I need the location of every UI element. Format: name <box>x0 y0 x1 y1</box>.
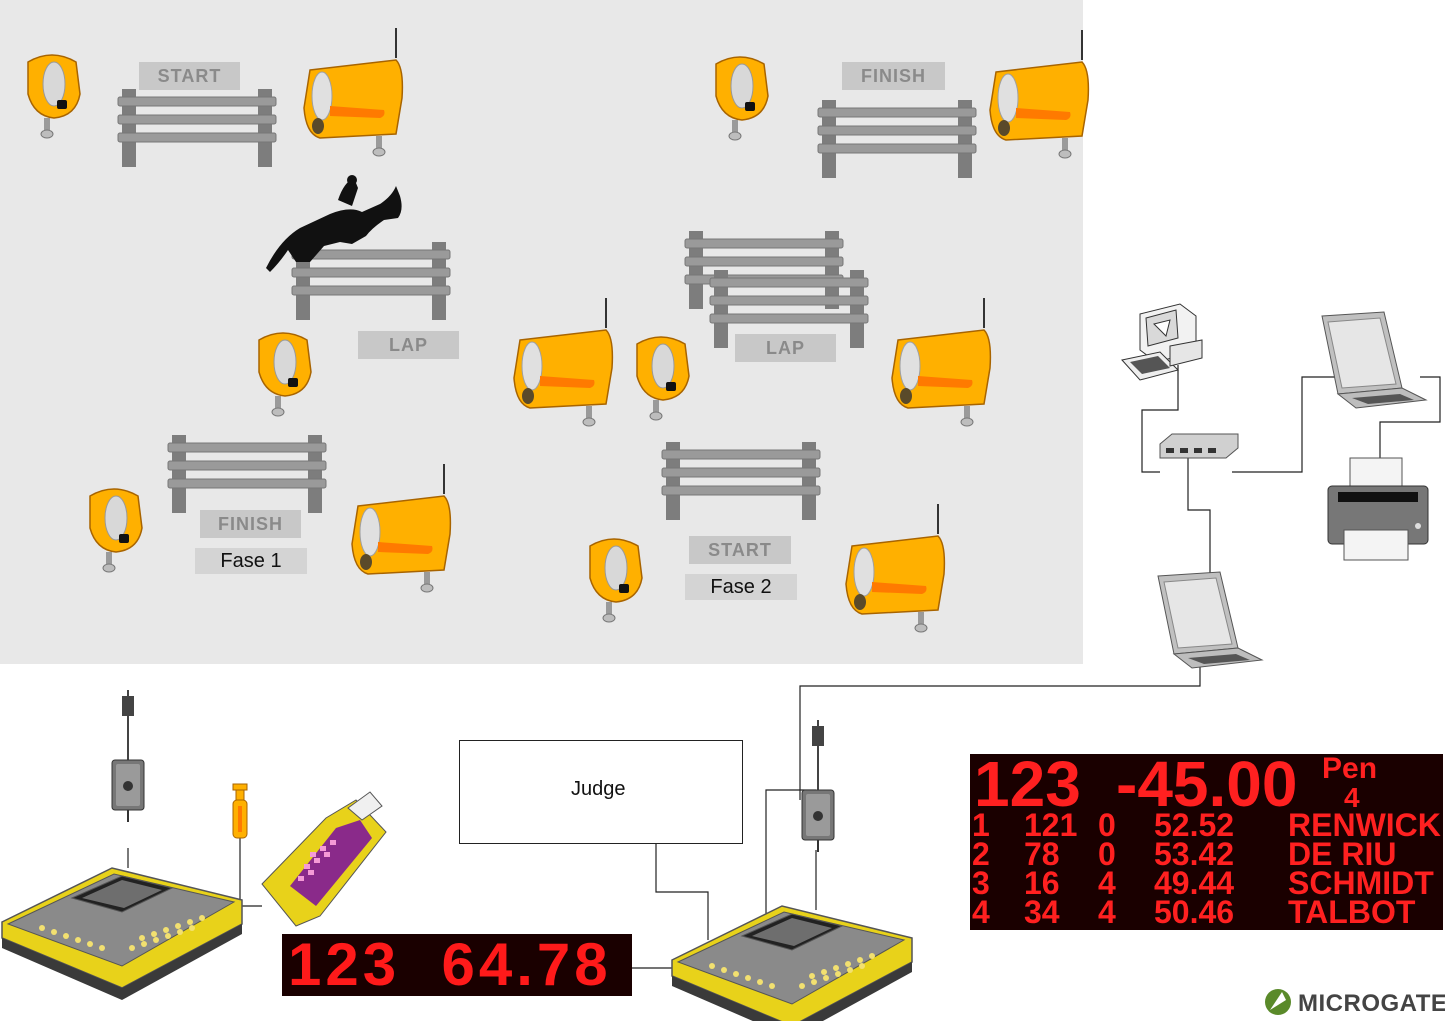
judge-box <box>459 740 743 844</box>
scoreboard-row-bib: 34 <box>1024 894 1060 930</box>
small-display-bib: 123 <box>288 931 401 998</box>
phase-1-label: Fase 1 <box>195 548 307 574</box>
timer-console-icon <box>1 867 243 1001</box>
scoreboard-bib: 123 <box>974 748 1081 820</box>
judge-label: Judge <box>571 778 626 800</box>
small-led-display: 123 64.78 <box>282 934 632 996</box>
big-led-scoreboard: 123 -45.00 Pen 4 1 121 0 52.52 RENWICK 2 78 0 53… <box>970 748 1443 930</box>
handheld-terminal-icon <box>261 791 387 927</box>
printer-icon <box>1327 457 1429 561</box>
start-label-top: START <box>139 62 240 90</box>
lap-label-left: LAP <box>358 331 459 359</box>
scoreboard-row-rank: 1 <box>972 807 990 843</box>
lap-label-right: LAP <box>735 334 836 362</box>
laptop-icon <box>1157 571 1263 669</box>
scoreboard-row-bib: 121 <box>1024 807 1078 843</box>
scoreboard-row-time: 52.52 <box>1154 807 1235 843</box>
radio-module-icon <box>111 689 145 823</box>
phase-2-label: Fase 2 <box>685 574 797 600</box>
network-cables <box>127 365 1441 969</box>
small-display-time: 64.78 <box>441 931 612 998</box>
scoreboard-row-pen: 0 <box>1098 807 1116 843</box>
scoreboard-row-name: SCHMIDT <box>1288 865 1434 901</box>
desktop-computer-icon <box>1121 303 1203 381</box>
scoreboard-time: -45.00 <box>1116 748 1298 820</box>
scoreboard-row-rank: 2 <box>972 836 990 872</box>
laptop-icon <box>1321 311 1427 409</box>
scoreboard-row-pen: 0 <box>1098 836 1116 872</box>
scoreboard-row-pen: 4 <box>1098 894 1116 930</box>
scoreboard-pen-value: 4 <box>1344 782 1360 813</box>
scoreboard-row-rank: 3 <box>972 865 990 901</box>
scoreboard-row-name: RENWICK <box>1288 807 1441 843</box>
judge-pushbutton-icon <box>232 783 248 839</box>
scoreboard-row-time: 50.46 <box>1154 894 1235 930</box>
scoreboard-row-bib: 78 <box>1024 836 1060 872</box>
radio-module-icon <box>801 719 835 853</box>
scoreboard-pen-label: Pen <box>1322 752 1378 785</box>
finish-label-bottom: FINISH <box>200 510 301 538</box>
scoreboard-row-time: 49.44 <box>1154 865 1235 901</box>
scoreboard-row-name: DE RIU <box>1288 836 1397 872</box>
scoreboard-row-rank: 4 <box>972 894 990 930</box>
microgate-logo-text: MICROGATE <box>1298 990 1445 1017</box>
scoreboard-row-time: 53.42 <box>1154 836 1235 872</box>
horse-rider-icon <box>266 175 402 272</box>
scoreboard-row-bib: 16 <box>1024 865 1060 901</box>
scoreboard-row-pen: 4 <box>1098 865 1116 901</box>
scoreboard-row-name: TALBOT <box>1288 894 1416 930</box>
finish-label-top: FINISH <box>842 62 945 90</box>
network-switch-icon <box>1159 433 1239 459</box>
microgate-logo-icon <box>1265 989 1291 1015</box>
start-label-bottom: START <box>689 536 791 564</box>
